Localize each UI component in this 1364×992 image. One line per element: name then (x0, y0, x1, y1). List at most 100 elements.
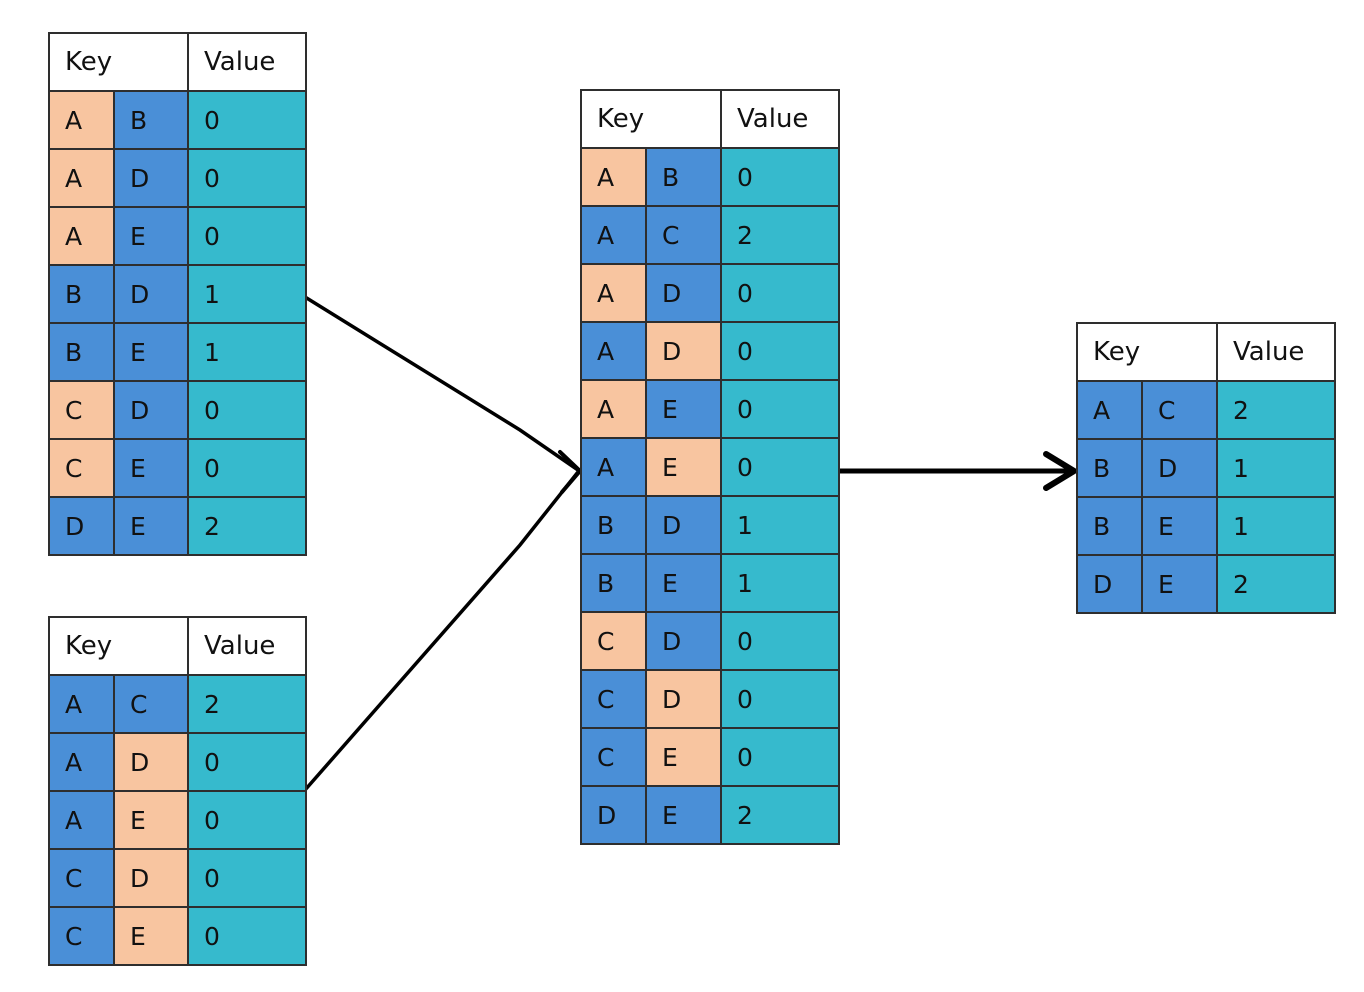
key-first-cell: C (580, 727, 647, 787)
value-cell: 2 (1216, 380, 1337, 440)
value-cell: 0 (187, 380, 308, 440)
key-second-cell: D (644, 611, 723, 671)
key-first-cell: A (580, 263, 647, 323)
key-column-header: Key (1075, 322, 1219, 382)
key-first-cell: C (580, 611, 647, 671)
key-second-cell: B (644, 147, 723, 207)
key-second-cell: D (1140, 438, 1219, 498)
key-second-cell: E (112, 906, 190, 966)
value-column-header: Value (1216, 322, 1337, 382)
key-column-header: Key (579, 89, 723, 149)
value-cell: 0 (720, 321, 841, 381)
key-first-cell: A (580, 437, 647, 497)
arrow-input1-to-merged (304, 295, 579, 472)
value-cell: 0 (187, 732, 308, 792)
key-column-header: Key (47, 616, 190, 676)
value-cell: 0 (187, 790, 308, 850)
key-second-cell: C (644, 205, 723, 265)
key-first-cell: A (580, 321, 647, 381)
value-cell: 2 (1216, 554, 1337, 614)
key-first-cell: A (48, 674, 115, 734)
value-cell: 0 (720, 147, 841, 207)
key-second-cell: E (112, 790, 190, 850)
value-cell: 2 (720, 205, 841, 265)
key-first-cell: A (580, 205, 647, 265)
key-first-cell: B (580, 553, 647, 613)
key-first-cell: B (1076, 496, 1143, 556)
value-cell: 2 (187, 674, 308, 734)
key-second-cell: D (112, 732, 190, 792)
value-cell: 1 (720, 495, 841, 555)
key-second-cell: D (644, 669, 723, 729)
key-first-cell: A (48, 148, 115, 208)
key-second-cell: E (1140, 496, 1219, 556)
key-second-cell: E (644, 785, 723, 845)
key-first-cell: D (1076, 554, 1143, 614)
key-second-cell: D (112, 264, 190, 324)
key-first-cell: A (48, 732, 115, 792)
key-second-cell: E (112, 438, 190, 498)
key-first-cell: C (48, 906, 115, 966)
key-first-cell: A (580, 379, 647, 439)
key-second-cell: D (644, 263, 723, 323)
value-cell: 1 (187, 322, 308, 382)
key-first-cell: C (48, 438, 115, 498)
value-cell: 1 (1216, 438, 1337, 498)
key-second-cell: D (112, 380, 190, 440)
key-first-cell: C (48, 848, 115, 908)
key-second-cell: E (112, 322, 190, 382)
value-cell: 0 (187, 206, 308, 266)
value-column-header: Value (187, 32, 308, 92)
key-first-cell: B (1076, 438, 1143, 498)
value-cell: 0 (720, 437, 841, 497)
value-cell: 0 (187, 438, 308, 498)
key-first-cell: C (48, 380, 115, 440)
key-second-cell: E (1140, 554, 1219, 614)
value-cell: 1 (187, 264, 308, 324)
value-cell: 1 (720, 553, 841, 613)
value-column-header: Value (187, 616, 308, 676)
key-second-cell: E (112, 496, 190, 556)
key-first-cell: A (48, 206, 115, 266)
key-first-cell: D (580, 785, 647, 845)
key-first-cell: D (48, 496, 115, 556)
value-cell: 0 (187, 90, 308, 150)
key-second-cell: E (644, 437, 723, 497)
value-cell: 0 (187, 148, 308, 208)
key-first-cell: B (48, 264, 115, 324)
key-first-cell: C (580, 669, 647, 729)
key-second-cell: C (1140, 380, 1219, 440)
key-second-cell: E (644, 379, 723, 439)
value-cell: 0 (720, 611, 841, 671)
arrowhead-result (1043, 451, 1077, 491)
value-cell: 2 (720, 785, 841, 845)
key-second-cell: E (112, 206, 190, 266)
key-first-cell: B (580, 495, 647, 555)
